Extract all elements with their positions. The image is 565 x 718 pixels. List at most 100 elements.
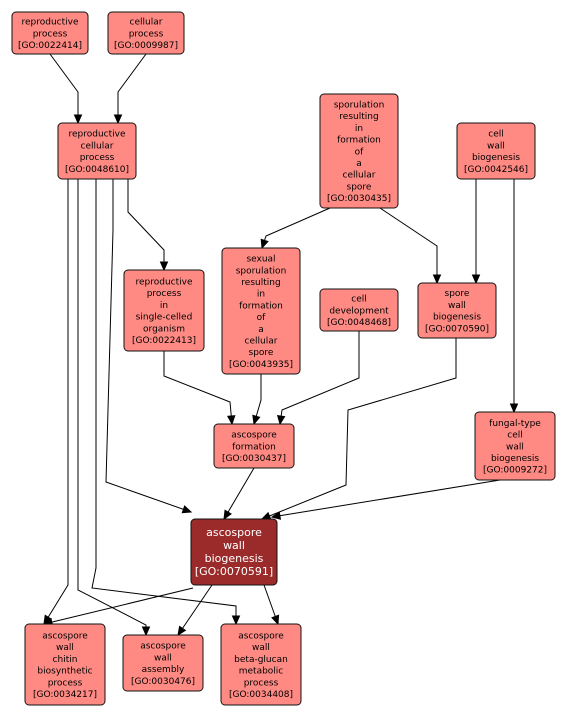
edge-line: [223, 467, 255, 520]
edge-line: [49, 53, 79, 123]
node-go-id: [GO:0034217]: [33, 690, 97, 700]
node-box: [220, 623, 302, 706]
node-label-line: biogenesis: [472, 153, 520, 163]
node-label-line: in: [160, 301, 168, 311]
node-label-line: formation: [337, 136, 381, 146]
node-go-id: [GO:0022413]: [132, 336, 196, 346]
edge-line: [127, 179, 165, 270]
node-box: [107, 11, 185, 55]
edge-cell-development-to-ascospore-formation: [276, 331, 360, 426]
node-label-line: cell: [351, 295, 367, 305]
node-box: [24, 623, 106, 706]
node-label-line: of: [355, 147, 365, 157]
arrowhead-icon: [270, 511, 282, 520]
edge-cell-wall-biogenesis-to-fungal-type-cell-wall-biogenesis: [509, 179, 519, 414]
node-box: [319, 288, 399, 332]
node-label-line: formation: [232, 442, 276, 452]
edge-reproductive-cellular-process-to-ascospore-wall-biogenesis: [105, 179, 193, 514]
arrowhead-icon: [260, 511, 272, 520]
edge-reproductive-cellular-process-to-reproductive-process-single-celled: [127, 179, 169, 272]
node-box: [456, 122, 536, 180]
node-label-line: cellular: [130, 18, 163, 28]
edge-line: [261, 338, 457, 520]
node-go-id: [GO:0034408]: [229, 690, 293, 700]
node-label-line: wall: [448, 301, 466, 311]
node-label-line: wall: [252, 643, 270, 653]
node-label-line: single-celled: [136, 313, 193, 323]
node-box: [319, 93, 399, 209]
edge-line: [43, 587, 194, 625]
node-label-line: reproductive: [135, 278, 192, 288]
node-label-line: cellular: [343, 171, 376, 181]
node-go-id: [GO:0042546]: [464, 165, 528, 175]
node-label-line: fungal-type: [489, 419, 541, 429]
arrowhead-icon: [432, 274, 442, 285]
node-label-line: wall: [487, 141, 505, 151]
node-box: [474, 411, 556, 481]
edge-ascospore-wall-biogenesis-to-ascospore-wall-assembly: [177, 584, 213, 637]
node-label-line: cellular: [245, 337, 278, 347]
go-term-node-ascospore-wall-chitin[interactable]: ascosporewallchitinbiosyntheticprocess[G…: [24, 623, 106, 706]
node-label-line: sporulation: [334, 101, 385, 111]
node-label-line: organism: [143, 324, 185, 334]
node-label-line: chitin: [53, 655, 78, 665]
node-label-line: biosynthetic: [37, 667, 92, 677]
node-label-line: spore: [249, 348, 274, 358]
node-label-line: biogenesis: [433, 313, 481, 323]
edge-reproductive-process-to-reproductive-cellular-process: [49, 53, 83, 125]
arrowhead-icon: [260, 238, 269, 250]
edge-ascospore-wall-biogenesis-to-ascospore-wall-beta-glucan: [263, 584, 280, 626]
node-go-id: [GO:0009272]: [483, 466, 547, 476]
node-go-id: [GO:0048610]: [65, 165, 129, 175]
node-label-line: of: [257, 313, 267, 323]
edge-line: [91, 179, 237, 624]
arrowhead-icon: [159, 261, 169, 272]
edge-sporulation-cellular-spore-to-sexual-sporulation: [260, 207, 331, 250]
node-label-line: wall: [56, 643, 74, 653]
node-label-line: assembly: [142, 665, 185, 675]
node-label-line: ascospore: [42, 632, 88, 642]
node-label-line: process: [80, 153, 115, 163]
arrowhead-icon: [223, 509, 232, 521]
node-label-line: wall: [506, 442, 524, 452]
go-term-node-sexual-sporulation[interactable]: sexualsporulationresultinginformationofa…: [221, 247, 301, 375]
node-label-line: in: [355, 124, 363, 134]
node-label-line: process: [244, 678, 279, 688]
edge-reproductive-cellular-process-to-ascospore-wall-beta-glucan: [91, 179, 241, 626]
go-term-node-ascospore-wall-beta-glucan[interactable]: ascosporewallbeta-glucanmetabolicprocess…: [220, 623, 302, 706]
node-label-line: process: [33, 29, 68, 39]
go-term-node-sporulation-cellular-spore[interactable]: sporulationresultinginformationofacellul…: [319, 93, 399, 209]
node-box: [221, 247, 301, 375]
arrowhead-icon: [113, 114, 123, 125]
node-label-line: ascospore: [140, 642, 186, 652]
node-label-line: cell: [507, 431, 523, 441]
node-label-line: ascospore: [231, 431, 277, 441]
edge-reproductive-cellular-process-to-ascospore-wall-chitin: [43, 179, 69, 626]
node-box: [123, 269, 205, 352]
node-go-id: [GO:0070591]: [195, 565, 273, 578]
node-label-line: spore: [445, 289, 470, 299]
edge-sporulation-cellular-spore-to-spore-wall-biogenesis: [379, 207, 442, 285]
arrowhead-icon: [509, 403, 519, 414]
edge-reproductive-cellular-process-to-ascospore-wall-assembly: [77, 179, 151, 637]
node-label-line: formation: [239, 301, 283, 311]
node-go-id: [GO:0043935]: [229, 360, 293, 370]
node-label-line: resulting: [241, 278, 280, 288]
node-go-id: [GO:0022414]: [18, 41, 82, 51]
node-label-line: biogenesis: [491, 454, 539, 464]
node-box: [57, 122, 137, 180]
go-term-node-reproductive-process-single-celled[interactable]: reproductiveprocessinsingle-celledorgani…: [123, 269, 205, 352]
node-label-line: metabolic: [239, 667, 284, 677]
arrowhead-icon: [471, 274, 481, 285]
